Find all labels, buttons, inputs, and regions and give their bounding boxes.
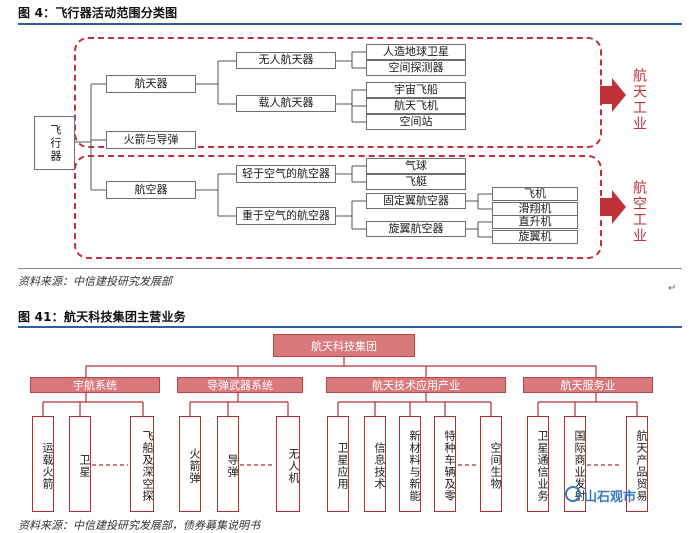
lighter-than-air-box: 轻于空气的航空器 bbox=[236, 165, 336, 183]
item-launch-vehicle: 运载火箭 bbox=[32, 416, 54, 512]
airplane-box: 飞机 bbox=[492, 187, 578, 201]
item-information-technology: 信息技术 bbox=[364, 416, 386, 512]
figure41-title-rule bbox=[18, 326, 682, 328]
group-space-services: 航天服务业 bbox=[523, 377, 653, 393]
rockets-missiles-box: 火箭与导弹 bbox=[106, 131, 196, 149]
item-space-biology: 空间生物 bbox=[480, 416, 502, 512]
group-space-tech-applications: 航天技术应用产业 bbox=[326, 377, 506, 393]
casc-root-box: 航天科技集团 bbox=[273, 334, 415, 357]
heavier-than-air-box: 重于空气的航空器 bbox=[236, 207, 336, 225]
spaceship-box: 宇宙飞船 bbox=[366, 82, 466, 98]
gyroplane-box: 旋翼机 bbox=[492, 230, 578, 244]
aircraft-root-box: 飞行器 bbox=[34, 116, 75, 170]
group-missile-systems: 导弹武器系统 bbox=[177, 377, 303, 393]
aircraft-box: 航空器 bbox=[106, 181, 196, 199]
space-probe-box: 空间探测器 bbox=[366, 60, 466, 76]
aviation-industry-label: 航空工业 bbox=[631, 180, 647, 244]
satellite-box: 人造地球卫星 bbox=[366, 44, 466, 60]
item-satellite-application: 卫星应用 bbox=[327, 416, 349, 512]
figure4-title: 图 4：飞行器活动范围分类图 bbox=[18, 6, 178, 20]
space-shuttle-box: 航天飞机 bbox=[366, 98, 466, 114]
unmanned-spacecraft-box: 无人航天器 bbox=[236, 52, 336, 69]
figure4-source: 资料来源：中信建投研究发展部 bbox=[18, 275, 172, 288]
glider-box: 滑翔机 bbox=[492, 202, 578, 216]
figure4-title-rule bbox=[18, 23, 682, 25]
figure4-bottom-rule bbox=[18, 268, 682, 269]
item-uav: 无人机 bbox=[276, 416, 300, 512]
item-special-vehicles: 特种车辆及零 bbox=[434, 416, 456, 512]
aerospace-industry-label: 航天工业 bbox=[631, 68, 647, 132]
item-missile: 导弹 bbox=[217, 416, 239, 512]
fixed-wing-box: 固定翼航空器 bbox=[366, 193, 466, 209]
item-space-product-trade: 航天产品贸易 bbox=[626, 416, 648, 512]
item-rocket-projectile: 火箭弹 bbox=[179, 416, 201, 512]
item-satellite-communication: 卫星通信业务 bbox=[527, 416, 549, 512]
item-satellite: 卫星 bbox=[69, 416, 91, 512]
watermark-text: 山石观市 bbox=[584, 490, 637, 505]
figure41-title: 图 41：航天科技集团主营业务 bbox=[18, 310, 186, 324]
group-space-systems: 宇航系统 bbox=[30, 377, 160, 393]
spacecraft-box: 航天器 bbox=[106, 75, 196, 93]
helicopter-box: 直升机 bbox=[492, 215, 578, 229]
paragraph-mark: ↵ bbox=[668, 283, 677, 294]
item-new-materials-energy: 新材料与新能 bbox=[399, 416, 421, 512]
space-station-box: 空间站 bbox=[366, 114, 466, 130]
watermark-logo-icon bbox=[565, 486, 581, 502]
airship-box: 飞艇 bbox=[366, 174, 466, 190]
figure41-source: 资料来源：中信建投研究发展部，债券募集说明书 bbox=[18, 519, 260, 532]
balloon-box: 气球 bbox=[366, 158, 466, 174]
item-spacecraft-deep-space: 飞船及深空探 bbox=[130, 416, 154, 512]
manned-spacecraft-box: 载人航天器 bbox=[236, 95, 336, 112]
rotary-wing-box: 旋翼航空器 bbox=[366, 221, 466, 237]
